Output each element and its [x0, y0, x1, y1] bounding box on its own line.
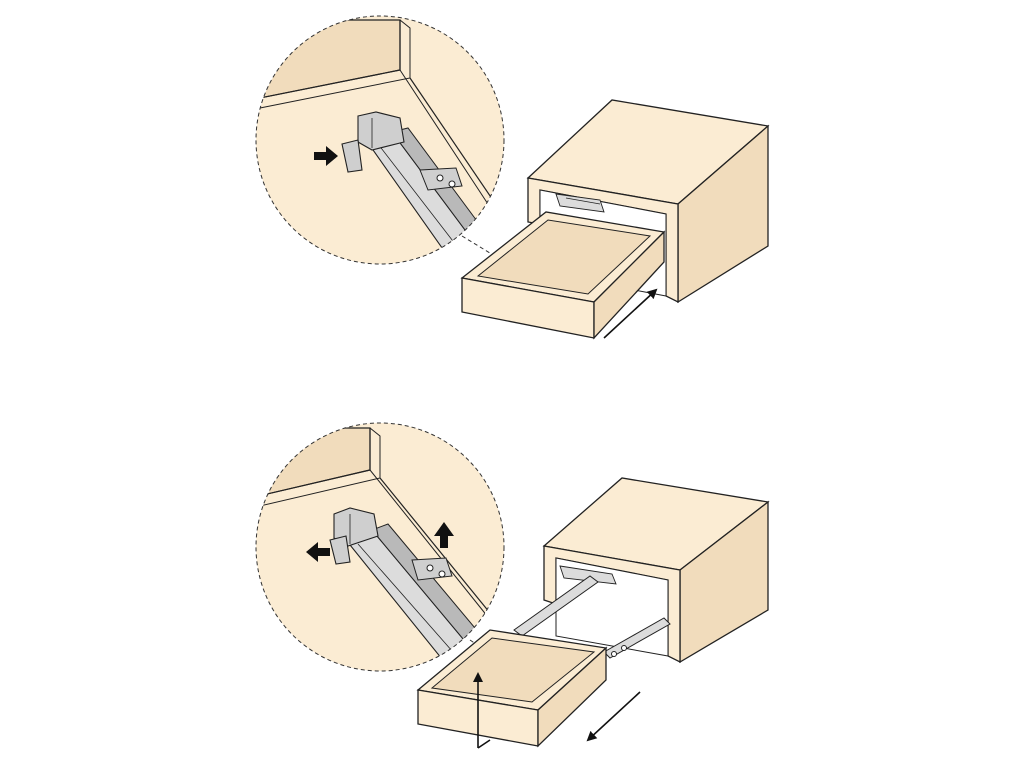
clip-release-left-arrow-icon — [306, 542, 330, 562]
lift-arrow-icon — [473, 672, 491, 749]
step-2-locking-clip — [329, 507, 379, 565]
step-2-cabinet — [542, 477, 770, 664]
lift-up-arrow-icon — [434, 522, 454, 548]
step-2-remove — [255, 422, 770, 749]
step-1-install — [255, 15, 770, 340]
step-2-detail-circle — [255, 422, 505, 672]
step-1-slide-rail — [365, 127, 495, 263]
step-2-extended-rails — [513, 575, 671, 659]
pull-arrow-icon — [586, 691, 641, 742]
clip-push-in-arrow-icon — [314, 146, 338, 166]
step-1-drawer — [460, 211, 666, 340]
step-1-detail-circle — [255, 15, 505, 265]
step-1-locking-clip — [341, 111, 405, 173]
push-arrow-icon — [603, 288, 658, 339]
step-2-drawer — [416, 629, 608, 748]
step-2-slide-rail — [345, 523, 491, 665]
